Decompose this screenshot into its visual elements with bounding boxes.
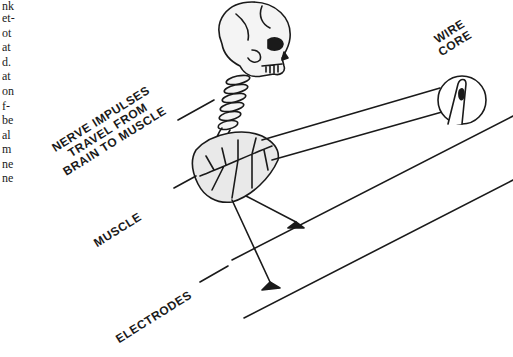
text-fragment: be [0, 114, 15, 127]
text-fragment: ot [0, 27, 13, 40]
electrode-wire [232, 196, 296, 282]
text-fragment: f- [0, 100, 12, 113]
text-fragment: al [0, 129, 13, 142]
text-fragment: at [0, 70, 13, 83]
callout-label: MUSCLE [90, 209, 146, 251]
text-fragment: ne [0, 172, 15, 185]
skull [219, 2, 290, 77]
muscle [192, 132, 278, 202]
spine [217, 74, 250, 131]
text-fragment: at [0, 41, 13, 54]
text-fragment: d. [0, 56, 13, 69]
electrode-tip [262, 222, 304, 290]
callout-label: NERVE IMPULSES TRAVEL FROM BRAIN TO MUSC… [40, 78, 176, 184]
text-fragment: ne [0, 158, 15, 171]
text-fragment: m [0, 143, 13, 156]
text-fragment: et- [0, 12, 17, 25]
wire-core-detail [438, 76, 486, 124]
callout-label: WIRE CORE [418, 16, 476, 66]
callout-label: ELECTRODES [112, 288, 196, 347]
leader-line [174, 100, 228, 282]
wire [262, 88, 442, 160]
text-fragment: on [0, 85, 16, 98]
plate-line [232, 116, 513, 318]
